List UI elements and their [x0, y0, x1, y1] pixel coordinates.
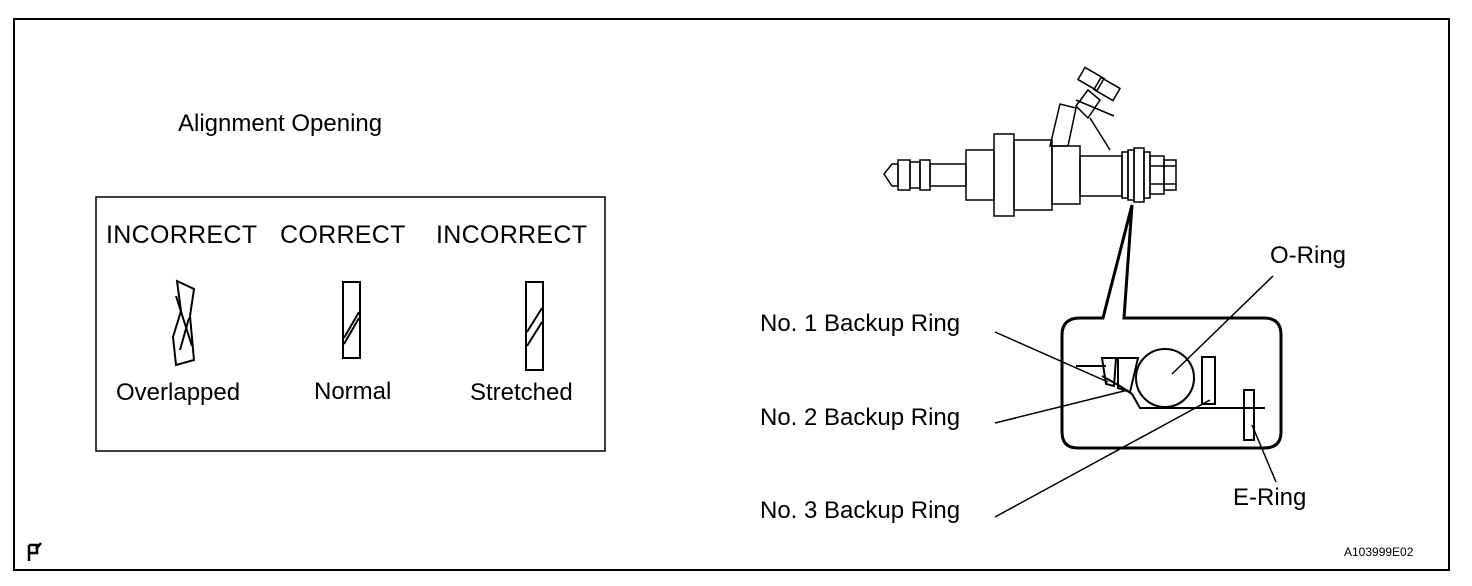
figure-frame [13, 18, 1450, 571]
label-e-ring: E-Ring [1233, 484, 1307, 511]
caption-overlapped: Overlapped [116, 379, 241, 406]
fuel-injector-drawing [883, 66, 1177, 217]
heading-incorrect-overlapped: INCORRECT [106, 221, 258, 249]
heading-incorrect-stretched: INCORRECT [436, 221, 588, 249]
leader-lines [994, 275, 1277, 518]
figure-code: A103999E02 [1344, 545, 1414, 559]
heading-correct: CORRECT [280, 221, 406, 249]
label-backup-ring-3: No. 3 Backup Ring [760, 497, 961, 524]
corner-mark-icon [27, 542, 42, 561]
detail-callout-box [1060, 204, 1283, 450]
overlapped-ring-icon [171, 279, 196, 367]
label-backup-ring-2: No. 2 Backup Ring [760, 404, 961, 431]
normal-ring-icon [342, 281, 361, 359]
label-o-ring: O-Ring [1270, 242, 1347, 269]
caption-normal: Normal [314, 378, 392, 405]
alignment-opening-title: Alignment Opening [178, 110, 383, 137]
stretched-ring-icon [525, 281, 544, 371]
caption-stretched: Stretched [470, 379, 573, 406]
alignment-inset-box [95, 196, 606, 452]
label-backup-ring-1: No. 1 Backup Ring [760, 310, 961, 337]
ring-stack-detail [1076, 348, 1265, 441]
